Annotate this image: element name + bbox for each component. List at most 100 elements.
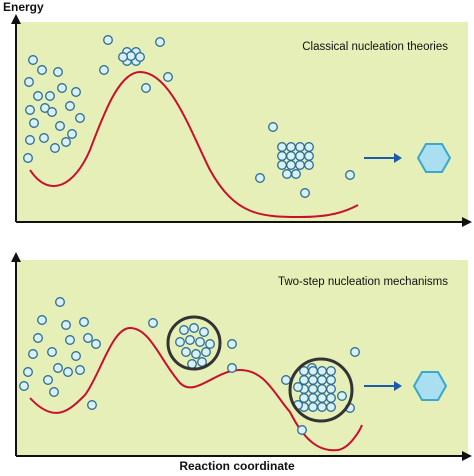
dense-liquid-molecule (199, 327, 209, 337)
solute-molecule (47, 347, 57, 357)
dense-liquid-molecule (181, 347, 191, 357)
ordered-nucleus-molecule (326, 375, 336, 385)
solute-molecule (49, 387, 59, 397)
ordered-nucleus-molecule (291, 169, 301, 179)
solute-molecule (71, 87, 81, 97)
dense-liquid-molecule (191, 349, 201, 359)
ordered-nucleus-molecule (308, 402, 318, 412)
panel-bottom-title: Two-step nucleation mechanisms (277, 276, 448, 288)
x-axis-label: Reaction coordinate (179, 459, 295, 473)
ordered-nucleus-molecule (317, 384, 327, 394)
solute-molecule (45, 91, 55, 101)
solute-molecule (33, 333, 43, 343)
solute-molecule (55, 121, 65, 131)
solute-molecule (227, 339, 237, 349)
crystal-hexagon-top (416, 143, 452, 173)
ordered-nucleus-molecule (295, 160, 305, 170)
ordered-nucleus-molecule (304, 160, 314, 170)
solute-molecule (47, 107, 57, 117)
solute-molecule (350, 347, 360, 357)
solute-molecule (300, 188, 310, 198)
solute-molecule (25, 105, 35, 115)
solute-molecule (65, 101, 75, 111)
dense-liquid-molecule (195, 337, 205, 347)
solute-molecule (227, 363, 237, 373)
solute-molecule (91, 339, 101, 349)
solute-molecule (19, 381, 29, 391)
solute-molecule (53, 363, 63, 373)
solute-molecule (33, 91, 43, 101)
solute-molecule (75, 113, 85, 123)
solute-molecule (67, 129, 77, 139)
ordered-nucleus-molecule (277, 142, 287, 152)
solute-molecule (141, 83, 151, 93)
panel-top-background (16, 22, 468, 222)
ordered-nucleus-molecule (317, 393, 327, 403)
arrow-to-crystal-top (364, 153, 402, 163)
ordered-nucleus-molecule (304, 151, 314, 161)
solute-molecule (37, 315, 47, 325)
solute-molecule (148, 318, 158, 328)
dense-liquid-molecule (185, 335, 195, 345)
solute-molecule (345, 170, 355, 180)
ordered-nucleus-molecule (295, 151, 305, 161)
ordered-nucleus-molecule (337, 391, 347, 401)
y-axis-label: Energy (3, 0, 44, 14)
solute-molecule (43, 375, 53, 385)
solute-molecule (23, 153, 33, 163)
solute-molecule (63, 367, 73, 377)
crystal-hexagon-bottom (412, 371, 448, 401)
solute-molecule (61, 320, 71, 330)
ordered-nucleus-molecule (286, 151, 296, 161)
ordered-nucleus-molecule (286, 142, 296, 152)
ordered-nucleus-molecule (293, 382, 303, 392)
ordered-nucleus-molecule (317, 402, 327, 412)
dense-liquid-molecule (201, 347, 211, 357)
panel-top-axes (11, 14, 472, 227)
solute-molecule (65, 335, 75, 345)
ordered-nucleus-molecule (326, 402, 336, 412)
solute-molecule (50, 143, 60, 153)
solute-molecule (24, 77, 34, 87)
panel-bottom-background (16, 260, 468, 456)
solute-molecule (155, 37, 165, 47)
dense-liquid-molecule (205, 339, 215, 349)
panel-bottom-axes (11, 252, 472, 461)
ordered-nucleus-molecule (308, 384, 318, 394)
ordered-nucleus-molecule (326, 366, 336, 376)
ordered-nucleus-molecule (299, 375, 309, 385)
ordered-nucleus-molecule (326, 384, 336, 394)
solute-molecule (28, 55, 38, 65)
ordered-nucleus-molecule (299, 393, 309, 403)
ordered-nucleus-molecule (277, 151, 287, 161)
solute-molecule (53, 67, 63, 77)
critical-cluster-molecule (135, 52, 145, 62)
solute-molecule (268, 122, 278, 132)
solute-molecule (99, 65, 109, 75)
dense-liquid-molecule (175, 337, 185, 347)
arrow-to-crystal-bottom (364, 381, 402, 391)
solute-molecule (39, 133, 49, 143)
solute-molecule (23, 367, 33, 377)
critical-cluster-molecule (126, 51, 136, 61)
solute-molecule (79, 317, 89, 327)
ordered-nucleus-molecule (317, 375, 327, 385)
solute-molecule (163, 72, 173, 82)
energy-curve-two-step (29, 326, 363, 452)
solute-molecule (75, 365, 85, 375)
solute-molecule (83, 333, 93, 343)
solute-molecule (281, 375, 291, 385)
ordered-nucleus-molecule (277, 160, 287, 170)
solute-molecule (297, 425, 307, 435)
energy-curve-classical (29, 70, 359, 219)
solute-molecule (255, 173, 265, 183)
solute-molecule (103, 35, 113, 45)
dense-liquid-molecule (189, 323, 199, 333)
ordered-nucleus-molecule (286, 160, 296, 170)
ordered-nucleus-molecule (295, 142, 305, 152)
particles-layer (19, 35, 360, 435)
solute-molecule (61, 137, 71, 147)
ordered-nucleus-molecule (308, 375, 318, 385)
ordered-nucleus-molecule (308, 366, 318, 376)
